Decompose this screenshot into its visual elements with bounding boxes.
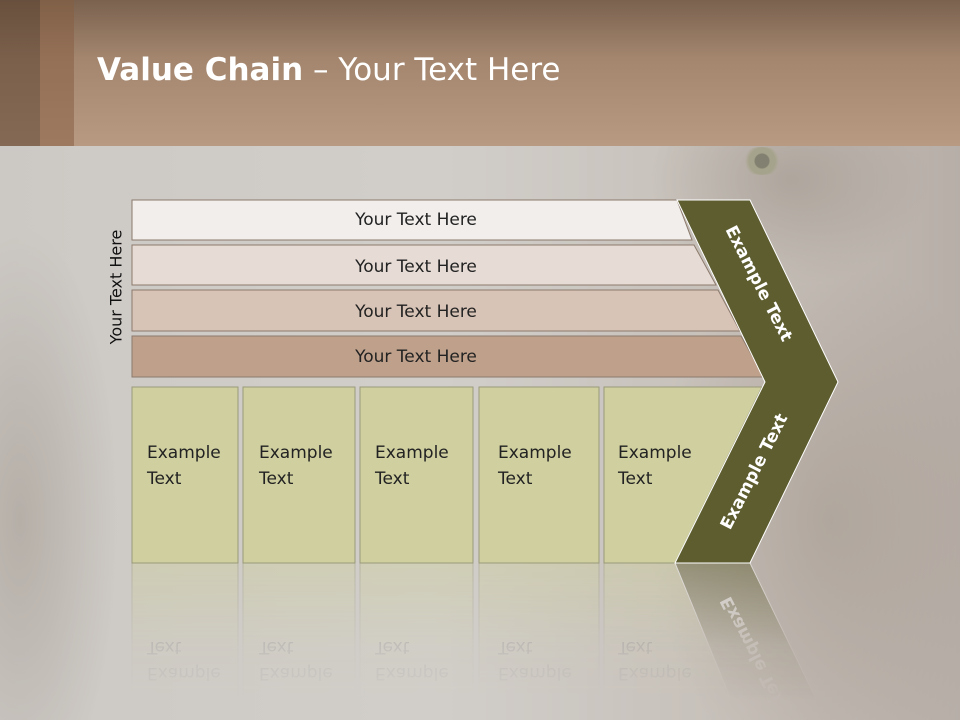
box-shape [242, 386, 356, 564]
eye-image [738, 147, 786, 175]
box-label-line2: Text [258, 469, 294, 489]
title-bold: Value Chain [97, 52, 304, 88]
reflection-text: Example [375, 663, 449, 683]
box-shape [359, 386, 474, 564]
reflection-text: Example [259, 663, 333, 683]
band-label: Your Text Here [354, 210, 477, 230]
reflection-chevron [674, 562, 827, 720]
reflection-box [478, 562, 600, 720]
reflection-text: Text [374, 637, 410, 657]
box-label-line2: Text [497, 469, 533, 489]
reflection-text: Text [146, 637, 182, 657]
box-label-line2: Text [374, 469, 410, 489]
reflection-text: Text [617, 637, 653, 657]
activity-box[interactable]: Example Text [242, 386, 356, 564]
reflection-box [242, 562, 356, 720]
box-label-line1: Example [259, 443, 333, 463]
activity-box[interactable]: Example Text [131, 386, 239, 564]
decor-strip [0, 0, 40, 146]
title-bar [0, 0, 960, 146]
band-row[interactable]: Your Text Here [131, 289, 741, 332]
band-label: Your Text Here [354, 347, 477, 367]
band-shape [131, 244, 717, 286]
band-row[interactable]: Your Text Here [131, 199, 693, 241]
activity-box[interactable]: Example Text [359, 386, 474, 564]
reflection-text: Example [147, 663, 221, 683]
box-label-line2: Text [617, 469, 653, 489]
box-label-line1: Example [375, 443, 449, 463]
boxes-group: Example Text Example Text Example Text E… [131, 386, 763, 564]
band-row[interactable]: Your Text Here [131, 244, 717, 286]
box-shape [478, 386, 600, 564]
box-label-line1: Example [498, 443, 572, 463]
band-row[interactable]: Your Text Here [131, 335, 765, 378]
box-label-line1: Example [147, 443, 221, 463]
activity-box[interactable]: Example Text [478, 386, 600, 564]
reflection-text: Example [498, 663, 572, 683]
decor-strip [40, 0, 74, 146]
reflection-box [359, 562, 474, 720]
diagram-reflection: Example Text Example Text Example Text E… [131, 562, 827, 720]
reflection-text: Text [497, 637, 533, 657]
band-shape [131, 199, 693, 241]
band-label: Your Text Here [354, 302, 477, 322]
slide-title[interactable]: Value Chain – Your Text Here [97, 52, 560, 96]
band-label: Your Text Here [354, 257, 477, 277]
reflection-text: Example [618, 663, 692, 683]
reflection-box [131, 562, 239, 720]
box-label-line1: Example [618, 443, 692, 463]
box-label-line2: Text [146, 469, 182, 489]
title-rest: – Your Text Here [303, 52, 561, 88]
reflection-text: Text [258, 637, 294, 657]
